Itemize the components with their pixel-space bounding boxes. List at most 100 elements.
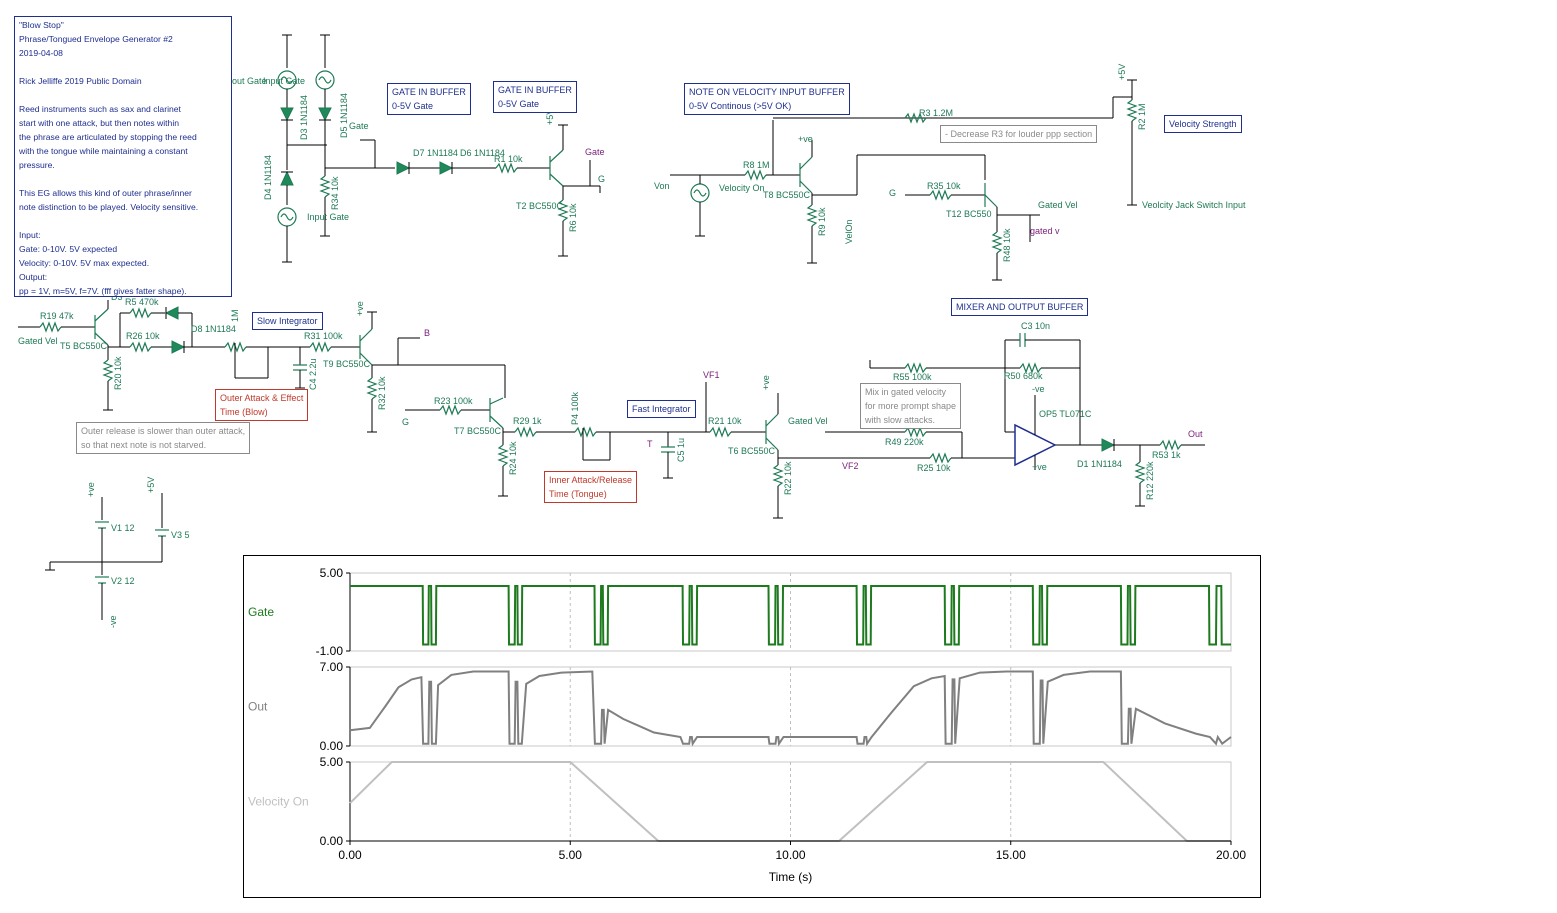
label-von: Von: [654, 181, 670, 191]
desc-line: Reed instruments such as sax and clarine…: [19, 104, 181, 114]
label-g-b: G: [889, 188, 896, 198]
d6-diode: [439, 161, 454, 175]
label-b: B: [424, 328, 430, 338]
label-r23: R23 100k: [434, 396, 473, 406]
panel-label: Gate: [248, 605, 274, 619]
label-g-c: G: [402, 417, 409, 427]
gate-buffer-2-title: GATE IN BUFFER: [498, 85, 572, 95]
r34-resistor: [319, 175, 331, 198]
r2-resistor: [1126, 99, 1138, 122]
label-gate-a: Gate: [349, 121, 369, 131]
label-r53: R53 1k: [1152, 450, 1181, 460]
label-r24: R24 10k: [508, 441, 518, 475]
desc-line: note distinction to be played. Velocity …: [19, 202, 199, 212]
desc-line: 2019-04-08: [19, 48, 63, 58]
desc-line: "Blow Stop": [19, 20, 64, 30]
desc-line: Gate: 0-10V. 5V expected: [19, 244, 118, 254]
label-r6: R6 10k: [568, 203, 578, 232]
outer-attack-line: Time (Blow): [220, 407, 268, 417]
label-c3: C3 10n: [1021, 321, 1050, 331]
inner-attack-note: Inner Attack/Release Time (Tongue): [544, 471, 638, 503]
desc-line: [19, 60, 227, 74]
r6-resistor: [557, 199, 569, 222]
label-r35: R35 10k: [927, 181, 961, 191]
d8-diode: [171, 340, 186, 354]
label-minusve-a: -ve: [1032, 384, 1045, 394]
r1-resistor: [495, 162, 518, 174]
component-labels: out Gate Input Gate D3 1N1184 D4 1N1184 …: [18, 64, 1246, 628]
label-r25: R25 10k: [917, 463, 951, 473]
mix-gated-note: Mix in gated velocity for more prompt sh…: [860, 383, 962, 429]
label-r48: R48 10k: [1002, 228, 1012, 262]
r22-resistor: [772, 464, 784, 487]
y-tick-label: 5.00: [320, 566, 344, 580]
label-c4: C4 2.2u: [308, 358, 318, 390]
r29-resistor: [514, 426, 537, 438]
inner-attack-line: Time (Tongue): [549, 489, 607, 499]
r8-resistor: [744, 169, 767, 181]
gate-buffer-1-sub: 0-5V Gate: [392, 101, 434, 111]
label-d3: D3 1N1184: [299, 95, 309, 140]
label-r20: R20 10k: [113, 356, 123, 390]
label-r32: R32 10k: [377, 376, 387, 410]
r12-resistor: [1134, 461, 1146, 484]
label-input-gate-top: Input Gate: [263, 76, 305, 86]
label-v1: V1 12: [111, 523, 135, 533]
label-t5: T5 BC550C: [60, 341, 108, 351]
r50-resistor: [1019, 362, 1042, 374]
label-t2: T2 BC550C: [516, 201, 564, 211]
label-d-cut: D3: [111, 292, 123, 302]
label-plusve-d: +ve: [1032, 462, 1047, 472]
inner-attack-line: Inner Attack/Release: [549, 475, 633, 485]
label-r50: R50 680k: [1004, 371, 1043, 381]
label-velocity-on: Velocity On: [719, 183, 765, 193]
label-d4: D4 1N1184: [263, 155, 273, 200]
y-tick-label: 7.00: [320, 660, 344, 674]
label-t: T: [647, 439, 653, 449]
label-d1: D1 1N1184: [1077, 459, 1122, 469]
r49-resistor: [904, 426, 927, 438]
desc-line: Rick Jelliffe 2019 Public Domain: [19, 76, 142, 86]
outer-release-line: so that next note is not starved.: [81, 440, 207, 450]
r24-resistor: [497, 444, 509, 467]
label-1m: 1M: [230, 309, 240, 322]
velocity-input-section: [670, 79, 1138, 281]
r35-resistor: [929, 189, 952, 201]
chart-svg: 5.00-1.00Gate7.000.00Out5.000.00Velocity…: [248, 566, 1246, 884]
r21-resistor: [709, 426, 732, 438]
d3-diode: [280, 107, 294, 122]
series-line-out: [349, 670, 1232, 747]
mixer-box: MIXER AND OUTPUT BUFFER: [951, 298, 1089, 316]
mix-gated-line: Mix in gated velocity: [865, 387, 947, 397]
gate-buffer-1-title: GATE IN BUFFER: [392, 87, 466, 97]
label-r1: R1 10k: [494, 154, 523, 164]
desc-line: Input:: [19, 230, 41, 240]
gate-buffer-2-box: GATE IN BUFFER 0-5V Gate: [493, 81, 577, 113]
desc-line: with the tongue while maintaining a cons…: [19, 146, 188, 156]
y-tick-label: 0.00: [320, 739, 344, 753]
desc-line: [19, 214, 227, 228]
description-note: "Blow Stop" Phrase/Tongued Envelope Gene…: [14, 16, 232, 297]
label-vf1: VF1: [703, 370, 720, 380]
label-plusve-c: +ve: [761, 375, 771, 390]
label-r34: R34 10k: [330, 176, 340, 210]
outer-attack-note: Outer Attack & Effect Time (Blow): [215, 389, 309, 421]
label-gated-vel-c: Gated Vel: [788, 416, 828, 426]
r9-resistor: [806, 204, 818, 227]
x-tick-label: 5.00: [559, 848, 583, 862]
slow-integrator-section: [18, 300, 506, 433]
label-plusve-a: +ve: [798, 134, 813, 144]
desc-line: Velocity: 0-10V. 5V max expected.: [19, 258, 150, 268]
desc-line: [19, 88, 227, 102]
x-axis-label: Time (s): [769, 870, 813, 884]
fast-integrator-box: Fast Integrator: [627, 400, 696, 418]
label-t9: T9 BC550C: [323, 359, 371, 369]
d4-diode: [280, 170, 294, 186]
mix-gated-line: with slow attacks.: [865, 415, 936, 425]
r20-resistor: [102, 359, 114, 382]
label-d8: D8 1N1184: [191, 324, 236, 334]
label-plusve-e: +ve: [86, 482, 96, 497]
label-velon: VelOn: [844, 219, 854, 244]
